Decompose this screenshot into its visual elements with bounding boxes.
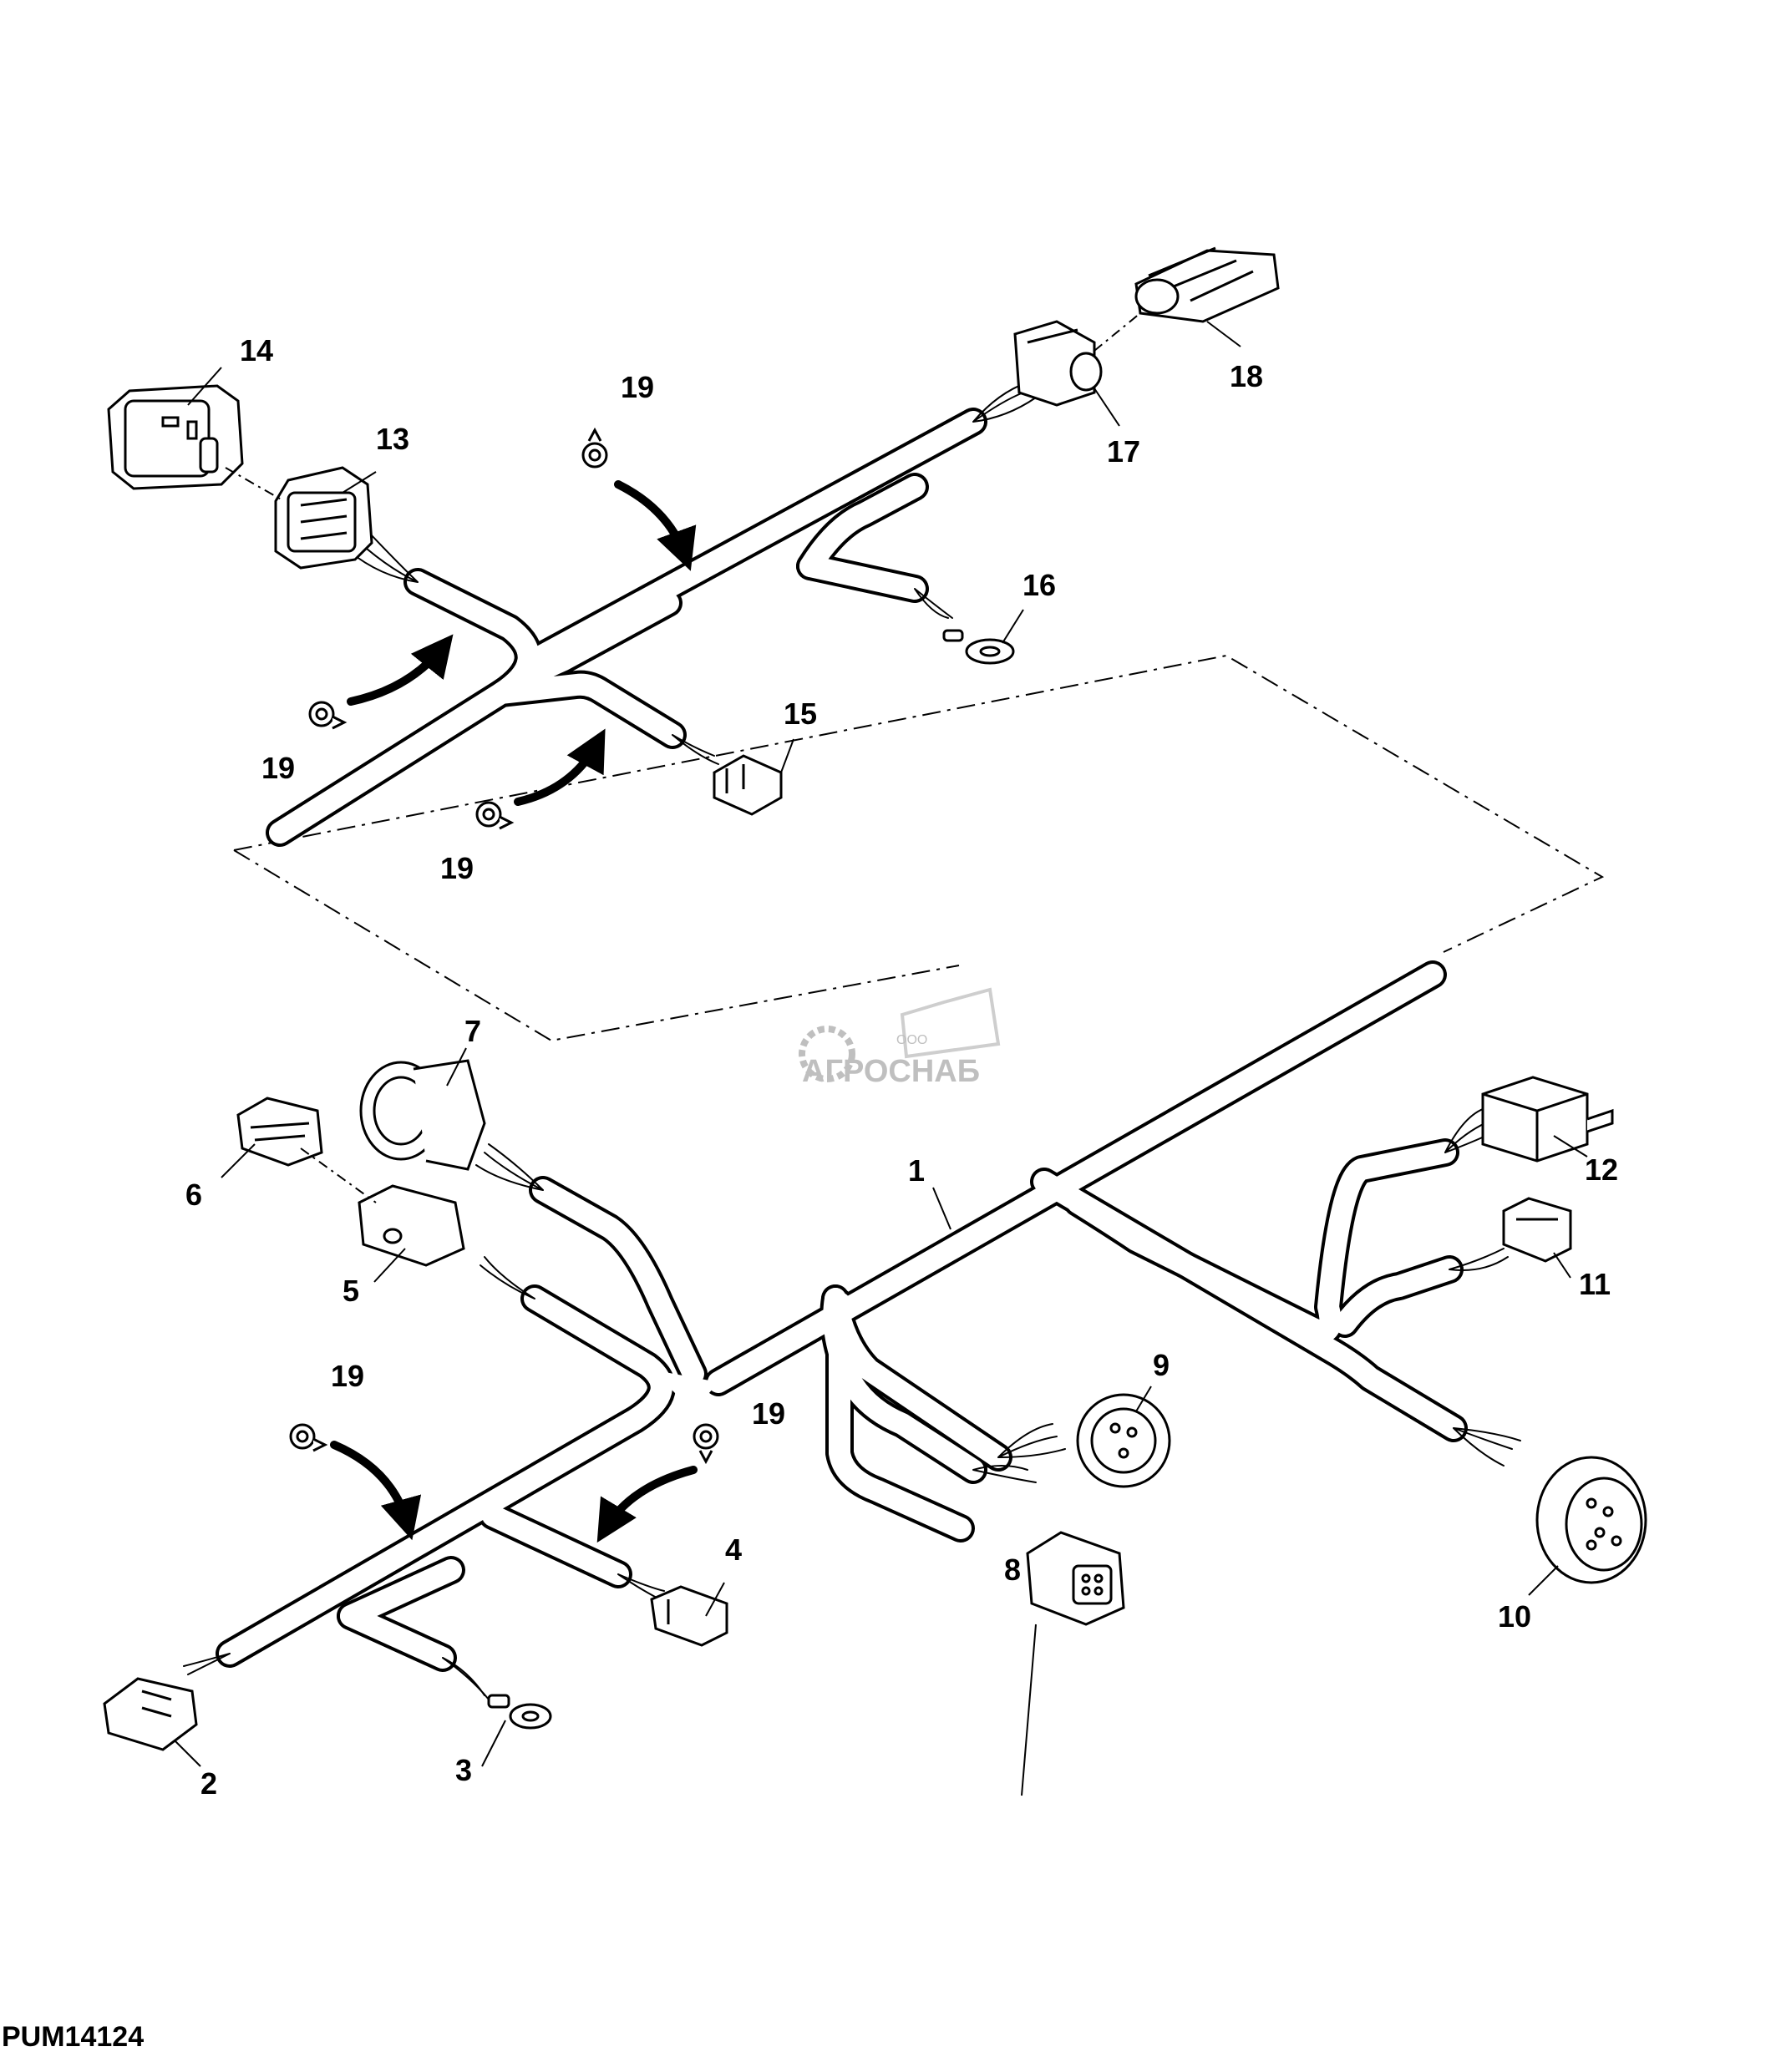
callout-3: 3 [455,1753,472,1787]
connector-5 [358,1184,465,1267]
connector-13 [274,466,373,570]
connector-17 [1013,320,1103,407]
callout-1: 1 [908,1153,925,1188]
callout-15: 15 [784,697,817,731]
callout-2: 2 [200,1766,217,1801]
watermark-logo: ООО АГРОСНАБ [799,987,1001,1089]
leader-lines [175,321,1588,1796]
callout-18: 18 [1230,359,1263,393]
connector-8 [1026,1531,1125,1626]
clip-arrows [330,480,698,1543]
connector-6 [236,1097,323,1167]
ring-terminal-16 [942,629,1015,665]
connector-15 [713,754,783,816]
connector-11 [1502,1197,1572,1263]
callout-19c: 19 [440,851,474,885]
callout-labels: 1 2 3 4 5 6 7 8 9 10 11 12 13 14 15 16 1… [185,333,1618,1801]
callout-8: 8 [1004,1553,1021,1587]
watermark-small-text: ООО [896,1033,927,1047]
lower-harness [183,960,1521,1700]
callout-17: 17 [1107,434,1140,469]
dash-dot-outline [233,654,1605,1042]
callout-4: 4 [725,1532,742,1567]
callout-19e: 19 [752,1396,785,1431]
callout-13: 13 [376,422,409,456]
connector-18 [1134,246,1280,323]
callout-6: 6 [185,1178,202,1212]
connector-4 [650,1585,728,1647]
callout-10: 10 [1498,1599,1531,1634]
callout-16: 16 [1022,568,1056,602]
watermark-brand-text: АГРОСНАБ [802,1054,980,1089]
callout-11: 11 [1579,1267,1611,1301]
callout-19a: 19 [621,370,654,404]
callout-12: 12 [1585,1153,1618,1187]
callout-19b: 19 [261,751,295,785]
connector-9 [1076,1393,1171,1488]
connector-2 [103,1677,198,1751]
callout-9: 9 [1153,1348,1170,1382]
connector-10 [1535,1456,1647,1584]
figure-id: PUM14124 [2,2021,145,2053]
clip-19e [693,1423,719,1465]
callout-19d: 19 [331,1359,364,1393]
clip-19c [475,801,515,830]
callout-5: 5 [343,1274,359,1308]
connector-7 [359,1059,486,1171]
ring-terminal-3 [487,1694,552,1730]
relay-12 [1481,1076,1614,1163]
upper-harness [266,382,1037,847]
mating-lines [225,312,1141,1203]
clip-19d [289,1423,328,1452]
callout-7: 7 [464,1014,481,1048]
clip-19b [308,701,348,730]
connector-14 [107,384,244,490]
callout-14: 14 [240,333,273,367]
clip-19a [581,427,608,469]
